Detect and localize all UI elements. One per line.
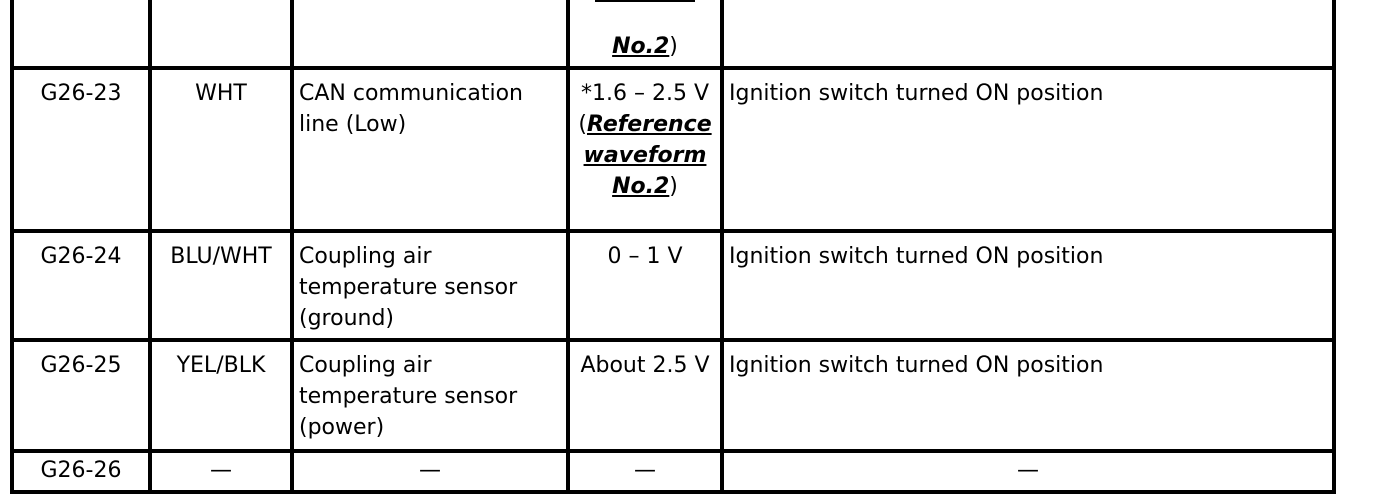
- value-cell: *1.6 – 2.5 V(Reference waveform No.2): [566, 66, 724, 233]
- description-cell: CAN communication line (Low): [290, 66, 570, 233]
- value-cell: About 2.5 V: [566, 338, 724, 453]
- description-cell: Coupling air temperature sensor (power): [290, 338, 570, 453]
- wire-cell: WHT: [148, 66, 294, 233]
- table-row: G26-25 YEL/BLK Coupling air temperature …: [10, 338, 1336, 453]
- description-cell: Coupling air temperature sensor (ground): [290, 229, 570, 342]
- condition-cell: Ignition switch turned ON position: [720, 229, 1336, 342]
- terminal-cell: G26-24: [10, 229, 152, 342]
- table-row-partial: No.2): [10, 0, 1336, 70]
- condition-cell: Ignition switch turned ON position: [720, 66, 1336, 233]
- condition-cell: Ignition switch turned ON position: [720, 338, 1336, 453]
- table-row: G26-23 WHT CAN communication line (Low) …: [10, 66, 1336, 233]
- wire-cell: YEL/BLK: [148, 338, 294, 453]
- table-row: G26-24 BLU/WHT Coupling air temperature …: [10, 229, 1336, 342]
- terminal-table: No.2) G26-23 WHT CAN communication line …: [10, 0, 1336, 494]
- reference-waveform-link[interactable]: Reference waveform No.2: [583, 112, 712, 199]
- terminal-cell: G26-25: [10, 338, 152, 453]
- terminal-cell: G26-23: [10, 66, 152, 233]
- reference-link[interactable]: No.2: [612, 34, 670, 59]
- value-cell: 0 – 1 V: [566, 229, 724, 342]
- wire-cell: BLU/WHT: [148, 229, 294, 342]
- value-cell: No.2): [566, 0, 724, 70]
